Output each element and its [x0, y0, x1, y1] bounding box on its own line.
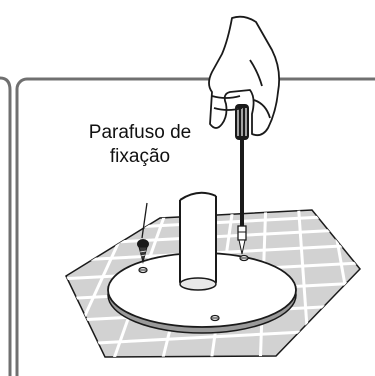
fixing-screw-label-line1: Parafuso de [88, 122, 192, 143]
screw-hole [239, 254, 249, 262]
hand-icon [208, 15, 281, 137]
stand-pole [179, 191, 217, 291]
fixing-screw-label: Parafuso de fixação [62, 121, 218, 169]
screw-icon [137, 202, 149, 264]
screw-hole [210, 314, 220, 322]
previous-panel-frame [0, 76, 12, 376]
screwdriver-icon [235, 104, 249, 255]
screw-hole [138, 266, 148, 274]
fixing-screw-label-line2: fixação [109, 146, 171, 167]
